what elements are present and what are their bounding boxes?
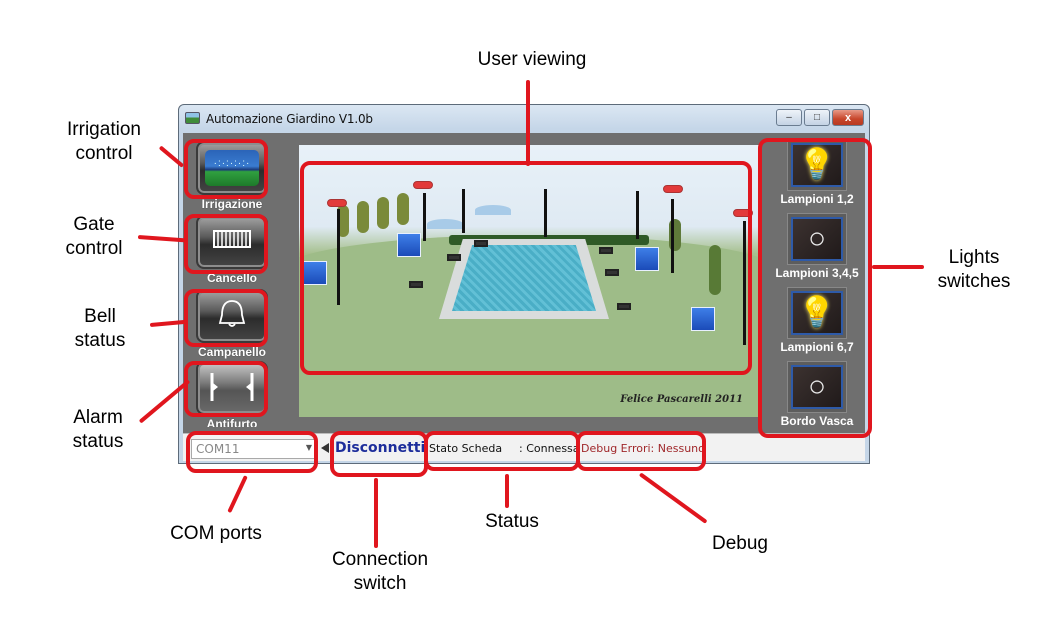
alarm-control: Antifurto <box>191 361 273 427</box>
lamp-post <box>636 191 639 239</box>
ground-spotlight <box>474 240 488 247</box>
bell-button <box>196 289 268 343</box>
fountain <box>303 261 327 285</box>
annotation-lights: Lights switches <box>937 247 1011 292</box>
gate-control[interactable]: Cancello <box>191 215 273 285</box>
lightbulb-off-icon: ○ <box>807 222 827 255</box>
maximize-button[interactable]: □ <box>804 109 830 126</box>
annotation-debug: Debug <box>712 533 768 554</box>
lamp-indicator <box>663 185 683 193</box>
ground-spotlight <box>409 281 423 288</box>
tree <box>397 193 409 225</box>
tree <box>377 197 389 229</box>
chevron-down-icon[interactable]: ▼ <box>305 443 312 452</box>
annotation-bell: Bell status <box>74 306 126 351</box>
annotation-status: Status <box>485 511 539 532</box>
lightbulb-on-icon: 💡 <box>798 296 836 329</box>
alarm-label: Antifurto <box>206 417 258 427</box>
pool <box>452 245 596 311</box>
title-bar: Automazione Giardino V1.0b – □ x <box>179 105 869 133</box>
gate-button[interactable] <box>196 215 268 269</box>
bell-icon <box>218 300 246 327</box>
light-button[interactable]: 💡 <box>787 139 847 191</box>
light-label: Lampioni 3,4,5 <box>775 266 859 280</box>
fountain <box>397 233 421 257</box>
com-port-select[interactable]: COM11 ▼ <box>191 439 317 459</box>
garden-3d-view[interactable]: Felice Pascarelli 2011 <box>299 145 759 417</box>
tree <box>337 205 349 237</box>
lamp-indicator <box>733 209 753 217</box>
ground-spotlight <box>447 254 461 261</box>
lamp-post <box>544 189 547 237</box>
lamp-post <box>423 193 426 241</box>
annotation-line <box>227 475 248 514</box>
light-label: Bordo Vasca <box>780 414 854 428</box>
irrigation-label: Irrigazione <box>201 197 263 211</box>
annotation-connection: Connection switch <box>331 549 429 594</box>
gate-label: Cancello <box>206 271 257 285</box>
bell-control: Campanello <box>191 289 273 359</box>
light-label: Lampioni 1,2 <box>780 192 854 206</box>
lamp-indicator <box>413 181 433 189</box>
close-button[interactable]: x <box>832 109 864 126</box>
debug-errors: Debug Errori: Nessuno <box>581 442 705 455</box>
gate-icon <box>213 230 251 248</box>
annotation-com-ports: COM ports <box>170 523 262 544</box>
bell-label: Campanello <box>197 345 266 359</box>
alarm-button <box>196 361 268 415</box>
lamp-post <box>337 209 340 305</box>
client-area: ·:·:·:·:· Irrigazione Cancello <box>183 133 865 433</box>
lamp-post <box>743 221 746 345</box>
ground-spotlight <box>599 247 613 254</box>
annotation-line <box>526 80 530 166</box>
pointer-arrow-icon <box>321 443 329 453</box>
irrigation-control[interactable]: ·:·:·:·:· Irrigazione <box>191 141 273 211</box>
lights-panel: 💡 Lampioni 1,2 ○ Lampioni 3,4,5 💡 Lampio… <box>769 133 865 433</box>
board-status-value: : Connessa <box>519 442 580 455</box>
annotation-alarm: Alarm status <box>72 407 124 452</box>
light-switch-3[interactable]: 💡 Lampioni 6,7 <box>771 287 863 354</box>
light-switch-2[interactable]: ○ Lampioni 3,4,5 <box>771 213 863 280</box>
status-bar: COM11 ▼ Disconnetti Stato Scheda : Conne… <box>183 433 865 461</box>
alarm-icon <box>210 373 254 401</box>
light-switch-4[interactable]: ○ Bordo Vasca <box>771 361 863 428</box>
umbrella <box>475 205 511 215</box>
fountain <box>635 247 659 271</box>
author-signature: Felice Pascarelli 2011 <box>620 394 743 405</box>
lightbulb-on-icon: 💡 <box>798 148 836 181</box>
annotation-line <box>374 478 378 548</box>
window-title: Automazione Giardino V1.0b <box>206 112 373 126</box>
lamp-post <box>462 189 465 233</box>
app-icon <box>185 112 200 124</box>
irrigation-button[interactable]: ·:·:·:·:· <box>196 141 268 195</box>
umbrella <box>427 219 463 229</box>
board-status-label: Stato Scheda <box>429 442 503 455</box>
annotation-line <box>505 474 509 508</box>
control-panel: ·:·:·:·:· Irrigazione Cancello <box>183 133 287 433</box>
ground-spotlight <box>617 303 631 310</box>
light-button[interactable]: 💡 <box>787 287 847 339</box>
sprinkler-icon: ·:·:·:·:· <box>205 150 259 186</box>
app-window: Automazione Giardino V1.0b – □ x ·:·:·:·… <box>178 104 870 464</box>
light-button[interactable]: ○ <box>787 361 847 413</box>
tree <box>709 245 721 295</box>
annotation-user-viewing: User viewing <box>477 49 587 70</box>
ground-spotlight <box>605 269 619 276</box>
tree <box>357 201 369 233</box>
annotation-irrigation: Irrigation control <box>67 119 141 164</box>
light-button[interactable]: ○ <box>787 213 847 265</box>
minimize-button[interactable]: – <box>776 109 802 126</box>
disconnect-button[interactable]: Disconnetti <box>335 440 426 456</box>
lamp-indicator <box>327 199 347 207</box>
com-port-value: COM11 <box>196 442 240 456</box>
annotation-line <box>872 265 924 269</box>
light-label: Lampioni 6,7 <box>780 340 854 354</box>
lamp-post <box>671 199 674 273</box>
lightbulb-off-icon: ○ <box>807 370 827 403</box>
annotation-gate: Gate control <box>65 214 123 259</box>
annotation-line <box>638 472 708 524</box>
light-switch-1[interactable]: 💡 Lampioni 1,2 <box>771 139 863 206</box>
fountain <box>691 307 715 331</box>
